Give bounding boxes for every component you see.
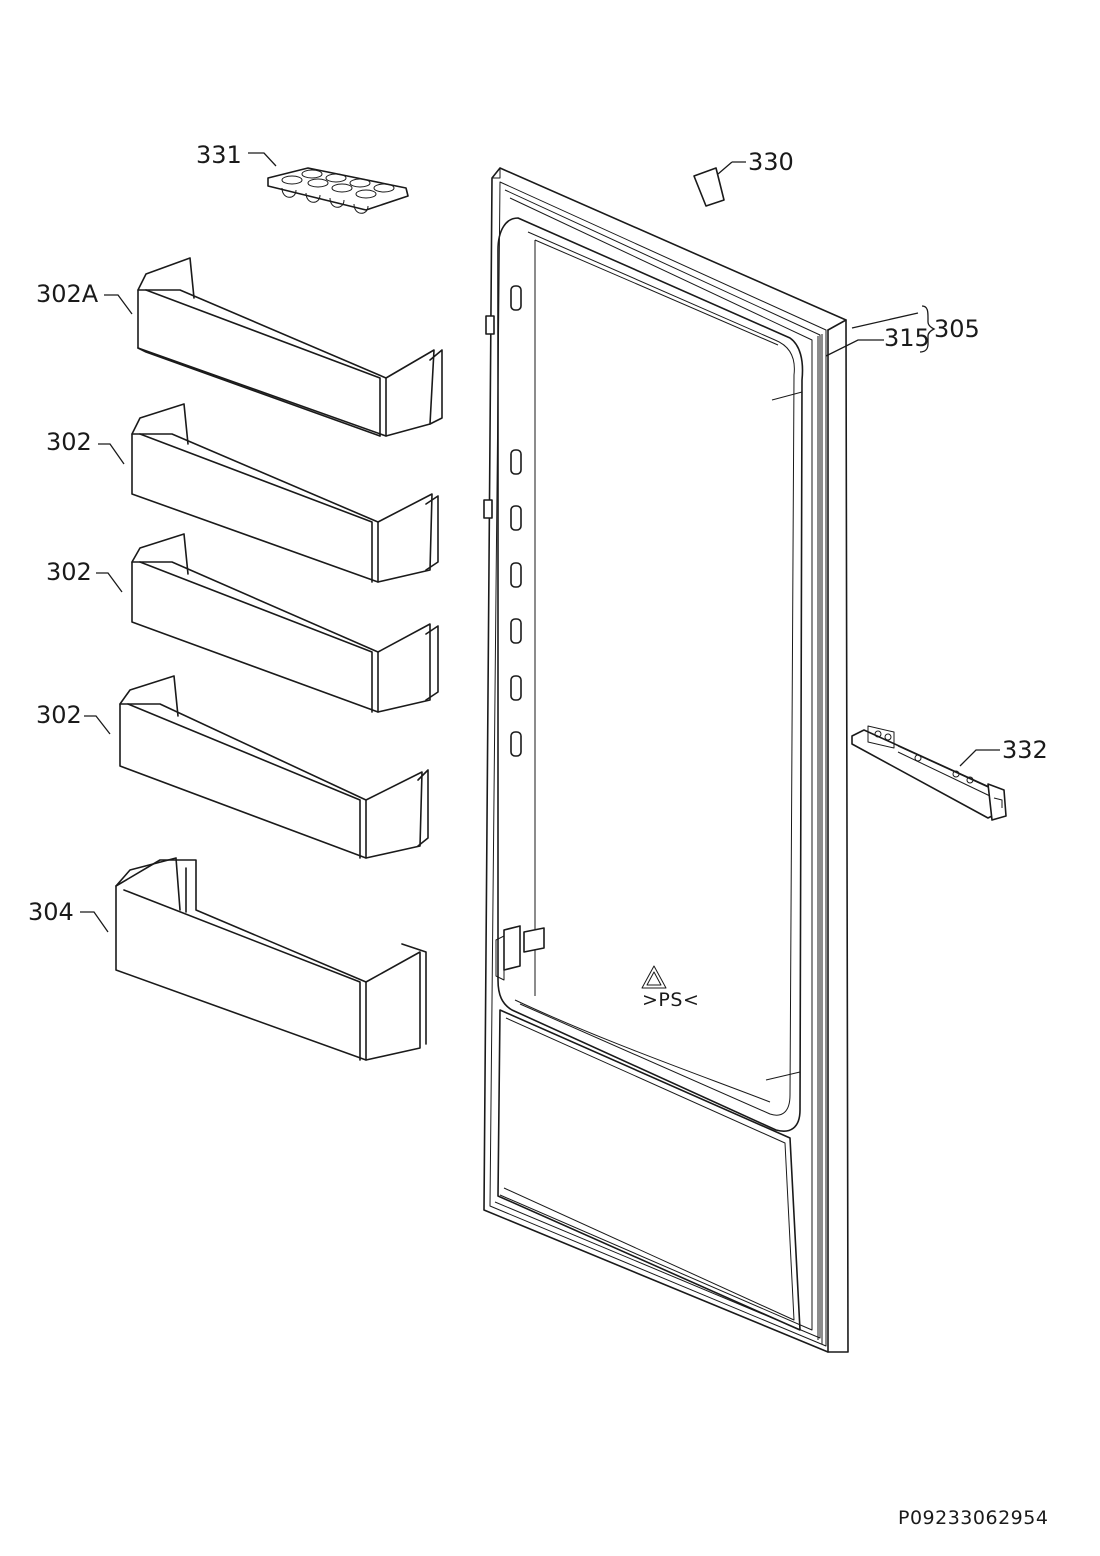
label-305: 305 [934, 315, 980, 343]
leader-315 [825, 339, 884, 357]
leader-305 [851, 312, 919, 329]
leader-331 [248, 152, 277, 167]
leader-302-2 [96, 572, 123, 593]
label-302a: 302A [36, 280, 99, 308]
cover-cap [693, 167, 725, 207]
label-330: 330 [748, 148, 794, 176]
leader-332 [959, 749, 1000, 767]
recycling-mark: >PS< [641, 965, 699, 1011]
door-shelf-302-1 [131, 403, 439, 583]
brace-305 [919, 305, 936, 353]
leader-302-1 [98, 443, 125, 465]
leader-302a [104, 294, 133, 315]
door-shelf-302-2 [131, 533, 439, 713]
bottle-shelf-304 [115, 857, 427, 1061]
door-shelf-302a [137, 257, 443, 437]
label-331: 331 [196, 141, 242, 169]
leader-304 [80, 911, 109, 933]
leader-302-3 [84, 715, 111, 735]
label-302-1: 302 [46, 428, 92, 456]
recycling-mark-text: >PS< [642, 989, 699, 1011]
leader-330 [717, 161, 746, 175]
label-304: 304 [28, 898, 74, 926]
label-332: 332 [1002, 736, 1048, 764]
label-302-3: 302 [36, 701, 82, 729]
label-302-2: 302 [46, 558, 92, 586]
door-assembly [483, 167, 849, 1353]
drawing-code: P09233062954 [898, 1507, 1048, 1529]
label-315: 315 [884, 324, 930, 352]
hinge-332 [851, 725, 1007, 821]
door-shelf-302-3 [119, 675, 429, 859]
egg-tray [267, 167, 409, 214]
